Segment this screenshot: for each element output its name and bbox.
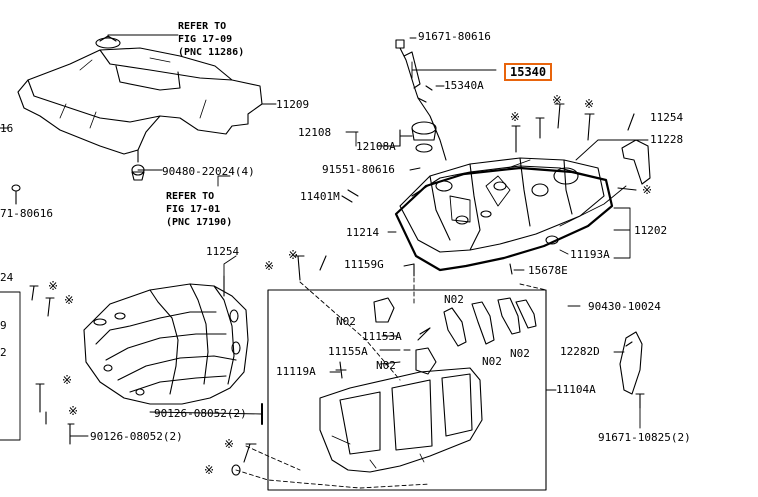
star-marker-10: ※ <box>68 404 79 418</box>
part-11209[interactable]: 11209 <box>276 98 310 111</box>
part-N02-d[interactable]: N02 <box>510 347 530 360</box>
lower-bolts <box>231 393 645 476</box>
part-11214[interactable]: 11214 <box>346 226 380 239</box>
misc-leaders <box>69 159 581 437</box>
star-marker-12: ※ <box>204 463 215 477</box>
part-N02-c[interactable]: N02 <box>482 355 502 368</box>
part-90480-22024[interactable]: 90480-22024(4) <box>162 165 255 178</box>
part-N02-b[interactable]: N02 <box>444 293 464 306</box>
part-71-80616-left[interactable]: 71-80616 <box>0 207 53 220</box>
valve-cover-11202 <box>394 157 614 272</box>
part-15340-highlighted[interactable]: 15340 <box>504 63 553 81</box>
part-12108A[interactable]: 12108A <box>356 140 396 153</box>
leader-lines-valve-cover <box>345 37 649 271</box>
part-11104A[interactable]: 11104A <box>556 383 596 396</box>
refer-note-b-line1: REFER TO <box>166 191 215 202</box>
refer-note-b-line3: (PNC 17190) <box>166 217 233 228</box>
part-91671-80616-top[interactable]: 91671-80616 <box>418 30 491 43</box>
part-N02-e[interactable]: N02 <box>376 359 396 372</box>
part-12282D[interactable]: 12282D <box>560 345 600 358</box>
n02-brackets <box>373 297 537 375</box>
dashed-guides <box>235 277 547 489</box>
bracket-12282D <box>613 331 643 395</box>
star-marker-11: ※ <box>224 437 235 451</box>
oil-pan-box <box>267 289 557 491</box>
part-16-left[interactable]: 16 <box>0 122 14 135</box>
part-91671-10825[interactable]: 91671-10825(2) <box>598 431 691 444</box>
engine-cover-11209 <box>17 35 263 181</box>
left-bolts <box>0 285 263 445</box>
oil-filler-cap <box>399 121 437 153</box>
refer-note-a-line3: (PNC 11286) <box>178 47 245 58</box>
part-11401M[interactable]: 11401M <box>300 190 340 203</box>
part-11193A[interactable]: 11193A <box>570 248 610 261</box>
refer-note-a-line1: REFER TO <box>178 21 227 32</box>
leader-lines-cover <box>0 34 277 171</box>
part-11155A[interactable]: 11155A <box>328 345 368 358</box>
part-11254-mid[interactable]: 11254 <box>206 245 240 258</box>
refer-note-a-line2: FIG 17-09 <box>178 34 233 45</box>
part-2-left[interactable]: 2 <box>0 346 7 359</box>
star-marker-5: ※ <box>288 248 299 262</box>
valve-cover-bolts <box>293 103 637 281</box>
part-N02-a[interactable]: N02 <box>336 315 356 328</box>
part-24-left[interactable]: 24 <box>0 271 14 284</box>
part-90126-08052-b[interactable]: 90126-08052(2) <box>90 430 183 443</box>
bracket-11228 <box>621 139 651 185</box>
part-11119A[interactable]: 11119A <box>276 365 316 378</box>
part-90126-08052-a[interactable]: 90126-08052(2) <box>154 407 247 420</box>
part-9-left[interactable]: 9 <box>0 319 7 332</box>
star-marker-7: ※ <box>48 279 59 293</box>
intake-manifold <box>83 275 249 405</box>
bolt-left-top <box>11 184 21 205</box>
sensor-15340 <box>395 39 447 161</box>
refer-note-b-line2: FIG 17-01 <box>166 204 221 215</box>
part-90430-10024[interactable]: 90430-10024 <box>588 300 661 313</box>
part-11202[interactable]: 11202 <box>634 224 668 237</box>
star-marker-4: ※ <box>642 183 653 197</box>
part-15340A[interactable]: 15340A <box>444 79 484 92</box>
part-11159G[interactable]: 11159G <box>344 258 384 271</box>
star-marker-9: ※ <box>62 373 73 387</box>
star-marker-6: ※ <box>264 259 275 273</box>
part-11254-top[interactable]: 11254 <box>650 111 684 124</box>
star-marker-2: ※ <box>584 97 595 111</box>
part-15678E[interactable]: 15678E <box>528 264 568 277</box>
star-marker-8: ※ <box>64 293 75 307</box>
star-marker-1: ※ <box>552 93 563 107</box>
part-91551-80616[interactable]: 91551-80616 <box>322 163 395 176</box>
star-marker-3: ※ <box>510 110 521 124</box>
part-11228[interactable]: 11228 <box>650 133 684 146</box>
part-11153A[interactable]: 11153A <box>362 330 402 343</box>
part-12108[interactable]: 12108 <box>298 126 332 139</box>
